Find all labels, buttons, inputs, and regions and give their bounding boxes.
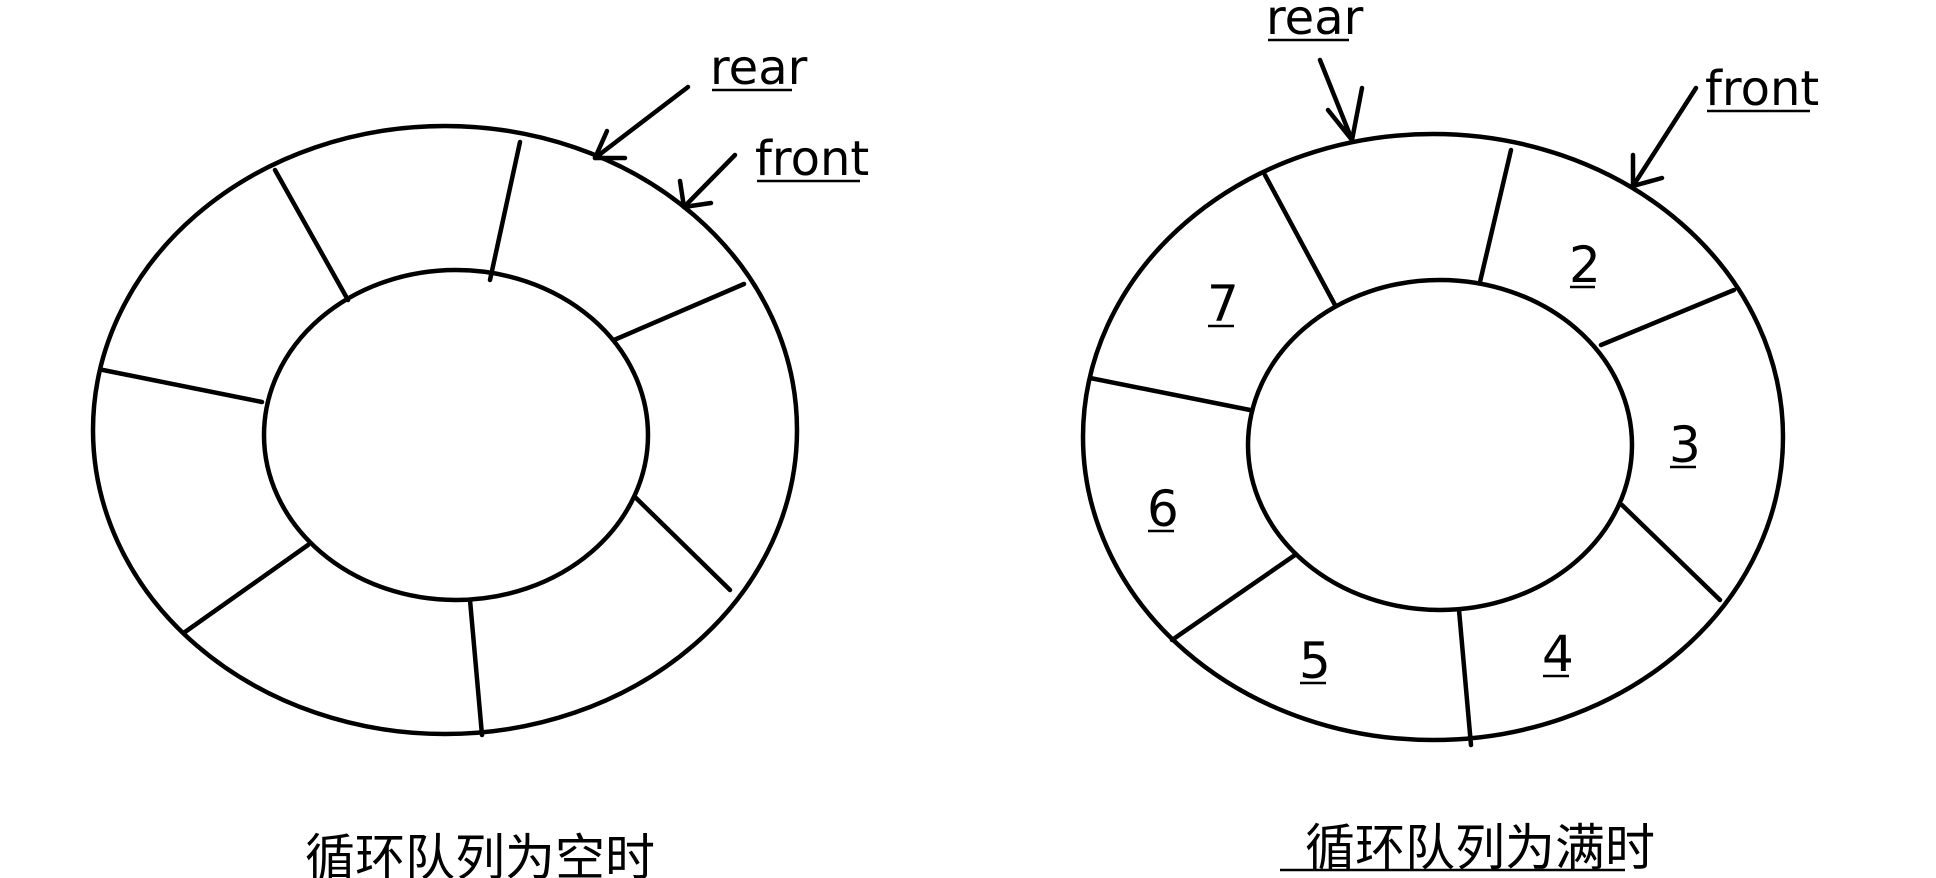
divider [100, 367, 265, 405]
divider [1619, 502, 1723, 603]
inner-ring [261, 267, 651, 603]
divider [182, 542, 311, 635]
front-arrow [677, 152, 738, 210]
slot-value: 4 [1542, 625, 1574, 683]
slot-value: 5 [1299, 632, 1331, 690]
diagram-caption: 循环队列为空时 [305, 829, 655, 878]
outer-ring [1080, 131, 1786, 743]
divider [633, 495, 733, 593]
outer-ring [90, 123, 800, 737]
full-queue-diagram [1080, 57, 1786, 748]
slot-value: 7 [1207, 275, 1239, 333]
divider [467, 597, 485, 738]
slot-value: 2 [1569, 236, 1601, 294]
divider [1456, 607, 1474, 748]
divider [1169, 552, 1298, 643]
divider [1598, 287, 1737, 348]
front-arrow [1630, 85, 1699, 189]
rear-label: rear [710, 40, 808, 96]
rear-arrow [592, 84, 691, 161]
divider [272, 167, 351, 303]
rear-label: rear [1266, 0, 1364, 46]
front-label: front [1705, 61, 1819, 117]
empty-queue-diagram [90, 84, 800, 738]
inner-ring [1245, 277, 1635, 613]
slot-value: 3 [1669, 416, 1701, 474]
divider [487, 139, 523, 283]
diagram-caption: 循环队列为满时 [1305, 819, 1655, 877]
divider [1087, 375, 1253, 413]
divider [1477, 147, 1514, 285]
divider [1262, 172, 1338, 308]
front-label: front [755, 131, 869, 187]
divider [611, 281, 747, 343]
slot-value: 6 [1147, 480, 1179, 538]
rear-arrow [1317, 57, 1365, 143]
